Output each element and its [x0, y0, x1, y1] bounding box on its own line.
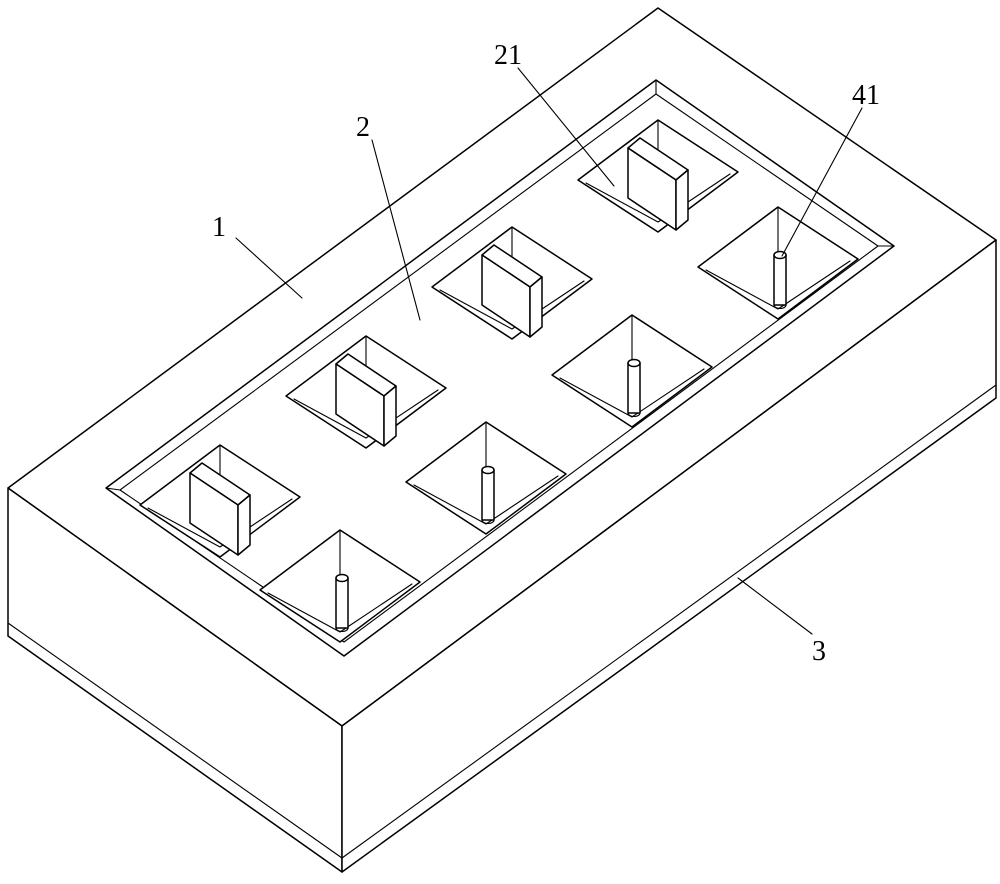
socket-blade-4: [577, 119, 739, 233]
leader-lines: [235, 67, 863, 635]
label-part-2: 2: [356, 112, 370, 143]
leader-line-1: [235, 237, 303, 299]
socket-floor-edge: [585, 173, 731, 223]
blade-side: [675, 169, 689, 231]
pin-top: [335, 573, 349, 583]
socket-floor-edge: [705, 260, 851, 310]
recess-wall-corner-a: [105, 487, 121, 491]
pin-body: [773, 254, 787, 306]
socket-floor-edge: [267, 583, 413, 633]
socket-blade-2: [285, 335, 447, 449]
socket-blade-1: [139, 444, 301, 558]
label-part-1: 1: [212, 212, 226, 243]
pin-base: [627, 412, 641, 418]
blade-side: [529, 276, 543, 338]
leader-line-2: [371, 139, 421, 321]
pin-base: [335, 627, 349, 633]
socket-pin-2: [405, 421, 567, 535]
leader-line-41: [781, 107, 863, 257]
label-part-41: 41: [852, 80, 880, 111]
label-part-3: 3: [812, 636, 826, 667]
socket-blade-3: [431, 226, 593, 340]
pin-top: [627, 358, 641, 368]
leader-line-21: [517, 67, 615, 187]
socket-floor-edge: [439, 280, 585, 330]
socket-pin-1: [259, 529, 421, 643]
socket-pin-4: [697, 206, 859, 320]
label-part-21: 21: [494, 40, 522, 71]
leader-line-3: [737, 577, 813, 635]
socket-floor-edge: [559, 368, 705, 418]
socket-floor-edge: [147, 498, 293, 548]
base-strip-line-side: [341, 384, 997, 859]
blade-side: [383, 385, 397, 447]
pin-body: [481, 469, 495, 521]
base-strip-line-front: [7, 622, 343, 859]
pin-body: [627, 362, 641, 414]
outer-block-side-face: [341, 239, 997, 873]
outer-block: [7, 7, 997, 873]
pin-body: [335, 577, 349, 629]
blade-side: [237, 494, 251, 556]
socket-floor-edge: [293, 389, 439, 439]
socket-pin-3: [551, 314, 713, 428]
socket-group: [139, 119, 859, 643]
pin-top: [481, 465, 495, 475]
pin-base: [773, 304, 787, 310]
pin-base: [481, 519, 495, 525]
socket-floor-edge: [413, 475, 559, 525]
